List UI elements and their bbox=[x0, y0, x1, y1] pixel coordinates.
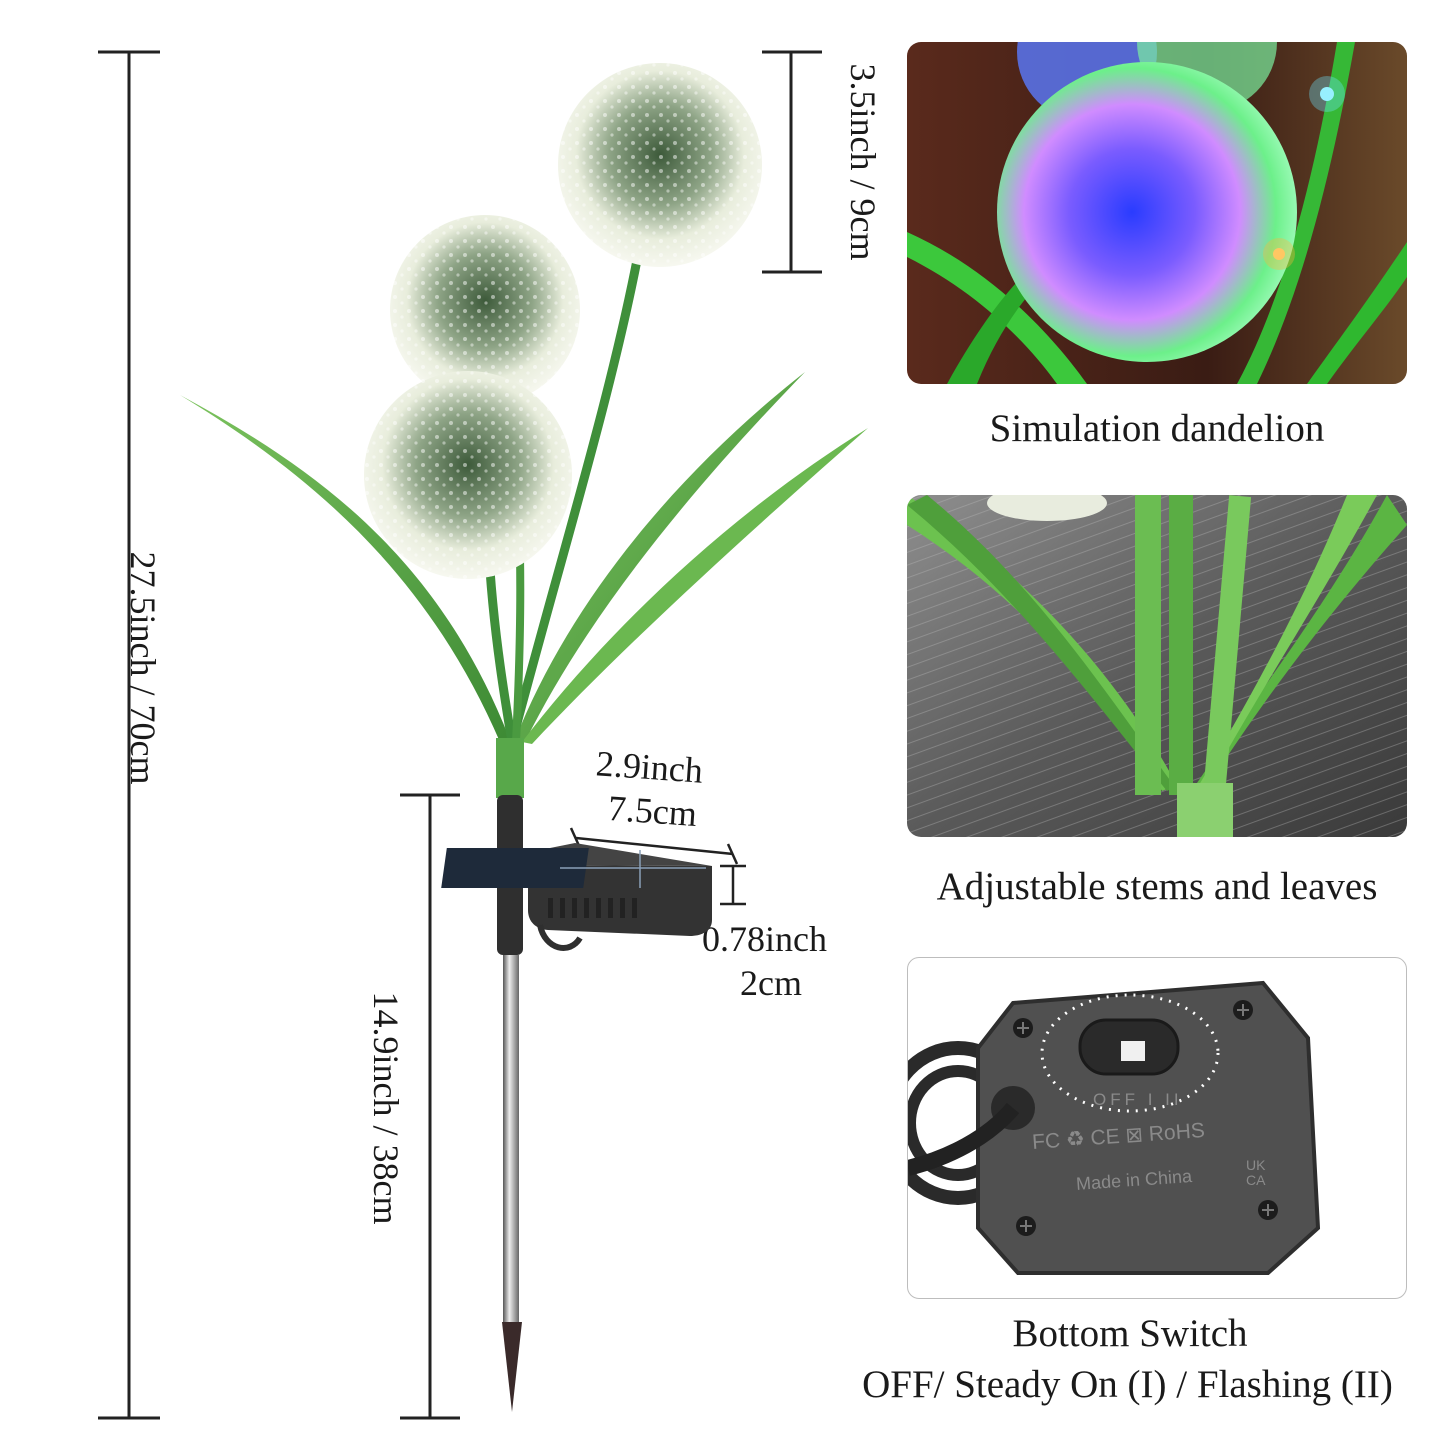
feature-image-simulation-dandelion bbox=[907, 42, 1407, 384]
dimension-lines bbox=[98, 50, 822, 1420]
caption-switch-modes: OFF/ Steady On (I) / Flashing (II) bbox=[862, 1363, 1393, 1406]
switch-marking-label: OFF I II bbox=[1093, 1090, 1183, 1109]
total-height-label: 27.5inch / 70cm bbox=[123, 551, 163, 785]
feature-image-adjustable-stems bbox=[907, 495, 1407, 837]
feature-image-bottom-switch: OFF I II FC ♻ CE ⊠ RoHS Made in China UK… bbox=[907, 957, 1407, 1299]
caption-bottom-switch: Bottom Switch bbox=[1012, 1312, 1248, 1355]
panel-height-cm-label: 2cm bbox=[740, 963, 802, 1003]
caption-adjustable-stems: Adjustable stems and leaves bbox=[936, 865, 1378, 908]
caption-simulation-dandelion: Simulation dandelion bbox=[989, 407, 1325, 450]
dandelion-light-illustration bbox=[180, 63, 868, 1412]
ukca-marking: UK CA bbox=[1246, 1157, 1266, 1188]
panel-height-inch-label: 0.78inch bbox=[702, 919, 827, 959]
